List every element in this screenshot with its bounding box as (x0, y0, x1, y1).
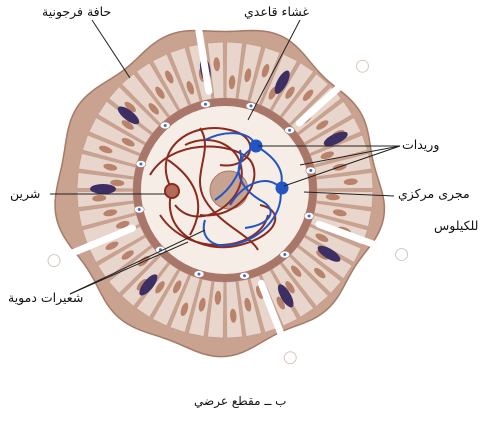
blue-node-icon (276, 182, 289, 195)
goblet-dot (197, 273, 200, 276)
goblet-dot (288, 129, 291, 132)
goblet-dot (139, 162, 142, 165)
artery-cross-section (165, 184, 179, 198)
goblet-dot (308, 215, 311, 218)
goblet-dot (309, 169, 312, 172)
leader-line (92, 20, 130, 78)
goblet-cell-icon (284, 352, 296, 364)
label-brush-border: حافة فرجونية (42, 4, 111, 19)
label-artery: شرين (10, 186, 40, 201)
goblet-cell-icon (396, 248, 408, 260)
label-central-lacteal-2: للكيلوس (434, 218, 478, 233)
goblet-dot (283, 253, 286, 256)
goblet-dot (250, 104, 253, 107)
label-central-lacteal-1: مجرى مركزي (398, 186, 470, 201)
goblet-dot (164, 124, 167, 127)
goblet-dot (204, 103, 207, 106)
goblet-dot (243, 274, 246, 277)
label-capillaries: شعيرات دموية (8, 290, 83, 305)
goblet-dot (138, 208, 141, 211)
label-basement-membrane: غشاء قاعدي (244, 4, 309, 19)
goblet-cell-icon (356, 60, 368, 72)
figure-caption: ب ــ مقطع عرضي (194, 394, 286, 409)
goblet-cell-icon (48, 255, 60, 267)
label-venules: وريدات (402, 137, 439, 152)
